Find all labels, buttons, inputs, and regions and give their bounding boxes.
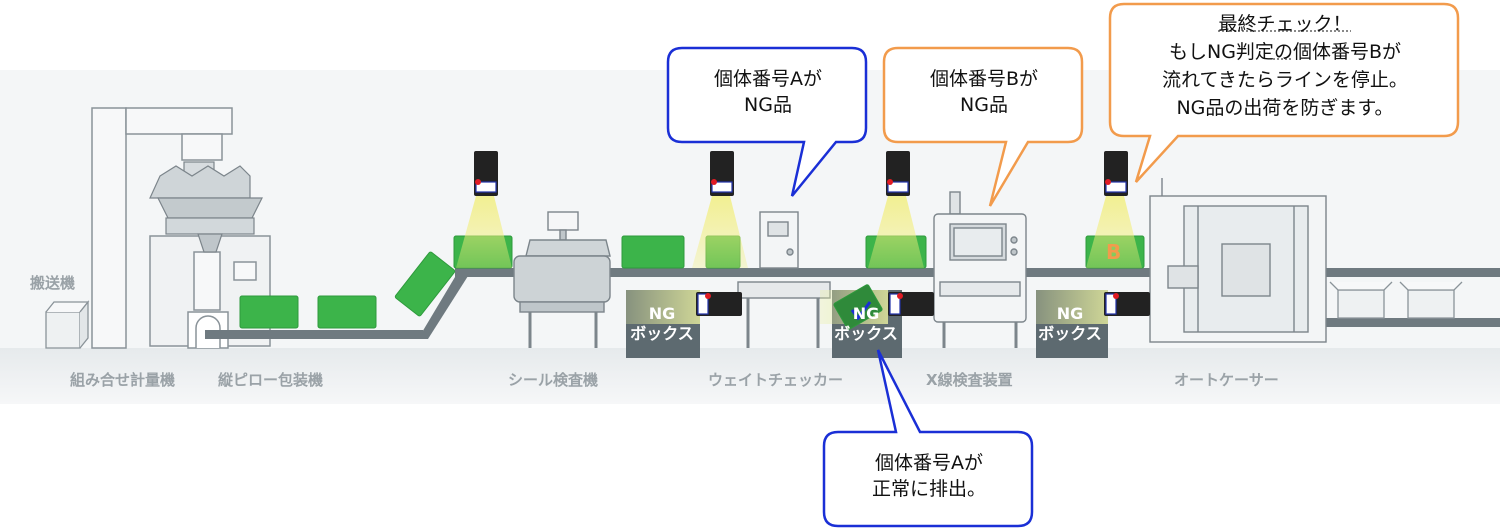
label-weight-checker: ウェイトチェッカー	[708, 371, 844, 389]
callout-final-line1: 最終チェック！	[1218, 13, 1352, 35]
callout-final-line2: もしNG判定の個体番号Bが	[1112, 38, 1458, 66]
callout-final-line3: 流れてきたらラインを停止。	[1162, 69, 1408, 91]
auto-caser	[1149, 178, 1327, 343]
package	[394, 251, 456, 317]
shipping-boxes	[1329, 281, 1463, 319]
package	[239, 295, 299, 329]
callout-final-bubble	[1108, 2, 1460, 183]
label-conveyor: 搬送機	[30, 274, 76, 292]
label-weigher: 組み合せ計量機	[70, 371, 176, 389]
callout-ng-a-bubble	[666, 46, 868, 197]
callout-final-line2-ul: の	[1273, 41, 1293, 63]
scanner-icon	[474, 151, 498, 196]
callout-ng-b: 個体番号Bが NG品	[886, 66, 1082, 118]
label-pillow-packer: 縦ピロー包装機	[218, 371, 324, 389]
ng-box-label-line2: ボックス	[834, 324, 898, 343]
package	[621, 235, 685, 269]
side-scanner-icon	[696, 292, 742, 316]
package	[317, 295, 377, 329]
callout-ejected-bubble	[822, 349, 1034, 528]
callout-ng-a-line1: 個体番号Aが	[714, 68, 822, 90]
callout-ng-a: 個体番号Aが NG品	[670, 66, 866, 118]
callout-final-line2-post: 個体番号Bが	[1292, 41, 1401, 63]
scanner-icon	[886, 151, 910, 196]
weight-checker	[737, 211, 831, 348]
label-xray: X線検査装置	[926, 371, 1013, 389]
callout-final: 最終チェック！ もしNG判定の個体番号Bが 流れてきたらラインを停止。 NG品の…	[1112, 10, 1458, 122]
label-seal-checker: シール検査機	[508, 371, 599, 389]
callout-ng-b-bubble	[882, 46, 1084, 207]
callout-ejected-line2: 正常に排出。	[871, 478, 986, 500]
ng-box-label-3: NG ボックス	[1034, 304, 1106, 344]
ng-box-label-1: NG ボックス	[626, 304, 698, 344]
ng-box-label-line1: NG	[648, 304, 676, 323]
small-carrier-box	[45, 300, 90, 349]
package-ejected	[833, 284, 883, 330]
floor	[0, 348, 1500, 404]
callout-ng-b-line2: NG品	[960, 94, 1008, 116]
ng-box-label-2: NG ボックス	[830, 304, 902, 344]
side-scanners	[696, 292, 1150, 316]
package-b-mark: B	[1106, 240, 1122, 264]
callout-ejected: 個体番号Aが 正常に排出。	[826, 450, 1032, 502]
ng-box-label-line1: NG	[1056, 304, 1084, 323]
callout-ejected-line1: 個体番号Aが	[875, 452, 983, 474]
check-mark-icon	[850, 301, 872, 321]
ng-box-label-line2: ボックス	[1038, 324, 1102, 343]
label-auto-caser: オートケーサー	[1174, 371, 1279, 389]
callout-final-line2-pre: もしNG判定	[1169, 41, 1274, 63]
callout-ng-b-line1: 個体番号Bが	[929, 68, 1039, 90]
weigher-head	[149, 161, 263, 253]
xray-machine	[933, 191, 1027, 348]
sensor-beams	[456, 196, 1142, 268]
callout-ng-a-line2: NG品	[744, 94, 792, 116]
callout-final-line4: NG品の出荷を防ぎます。	[1176, 97, 1394, 119]
seal-checker	[513, 211, 611, 348]
scanner-icon	[1104, 151, 1128, 196]
scanner-icon	[710, 151, 734, 196]
side-scanner-icon	[1104, 292, 1150, 316]
scanners	[474, 151, 1128, 196]
side-scanner-icon	[888, 292, 934, 316]
ng-box-label-line2: ボックス	[630, 324, 694, 343]
ng-box-label-line1: NG	[852, 304, 880, 323]
